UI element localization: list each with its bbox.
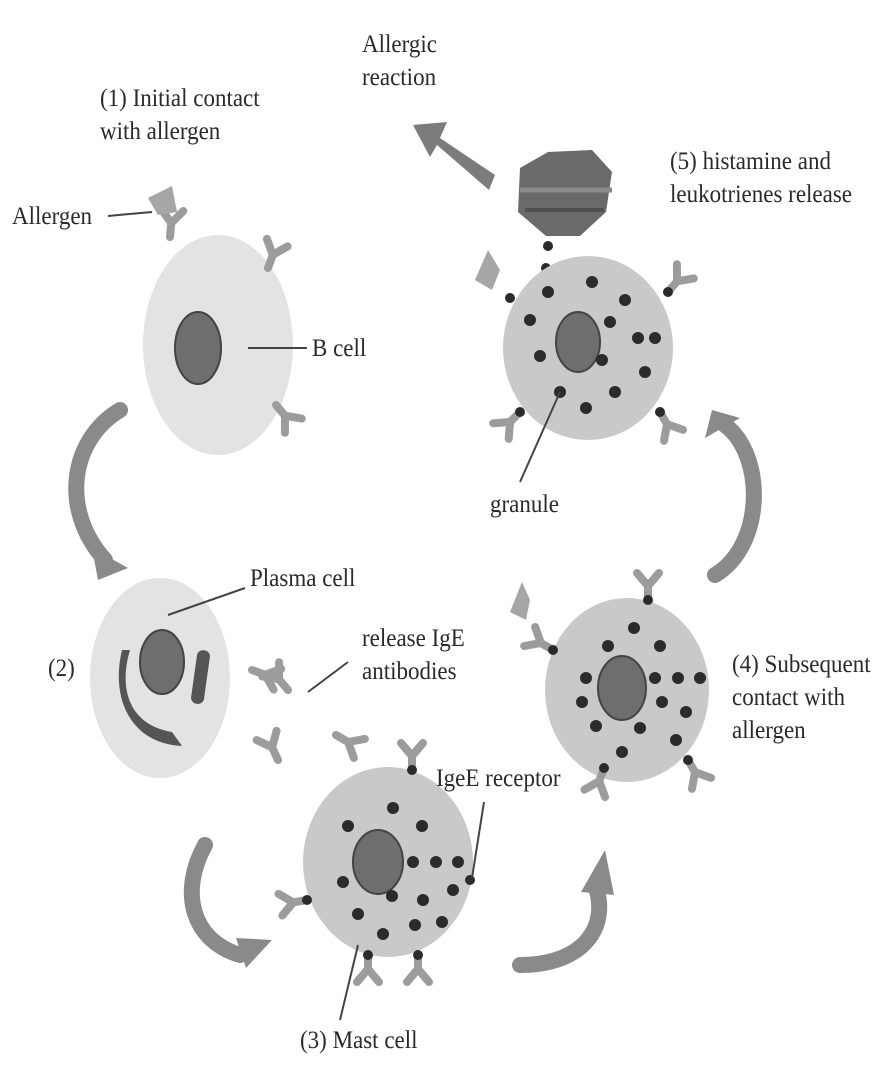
b-cell (108, 186, 307, 455)
b-cell-label: B cell (312, 332, 366, 365)
step1-label: (1) Initial contact with allergen (100, 82, 260, 148)
ige-receptor-label: IgeE receptor (436, 762, 561, 795)
step4-label: (4) Subsequent contact with allergen (732, 648, 871, 747)
plasma-cell-label: Plasma cell (250, 562, 355, 595)
allergen-label: Allergen (12, 200, 92, 233)
step4-line-1: (4) Subsequent (732, 648, 871, 681)
step3-label: (3) Mast cell (300, 1024, 418, 1057)
allergic-reaction-line-1: Allergic (362, 28, 437, 61)
step4-line-2: contact with (732, 681, 871, 714)
release-ige-label: release IgE antibodies (362, 622, 465, 688)
step5-line-1: (5) histamine and (670, 145, 852, 178)
ige-antibodies (248, 660, 365, 765)
step5-line-2: leukotrienes release (670, 178, 852, 211)
allergic-reaction-arrow (413, 122, 495, 190)
degranulating-mast-cell (475, 250, 694, 482)
step1-line-2: with allergen (100, 115, 260, 148)
step4-line-3: allergen (732, 714, 871, 747)
cycle-arrow-subsequent-to-release (705, 410, 754, 575)
allergic-reaction-line-2: reaction (362, 61, 437, 94)
cycle-arrow-plasma-to-mast (192, 845, 272, 968)
plasma-cell (90, 578, 245, 778)
cycle-arrow-mast-to-subsequent (520, 850, 614, 965)
release-ige-line-2: antibodies (362, 655, 465, 688)
histamine-release-blob (518, 150, 612, 273)
step5-label: (5) histamine and leukotrienes release (670, 145, 852, 211)
granule-label: granule (490, 488, 559, 521)
allergic-reaction-label: Allergic reaction (362, 28, 437, 94)
step2-label: (2) (48, 652, 75, 685)
cycle-arrow-b-to-plasma (76, 410, 128, 580)
step1-line-1: (1) Initial contact (100, 82, 260, 115)
release-ige-line-1: release IgE (362, 622, 465, 655)
